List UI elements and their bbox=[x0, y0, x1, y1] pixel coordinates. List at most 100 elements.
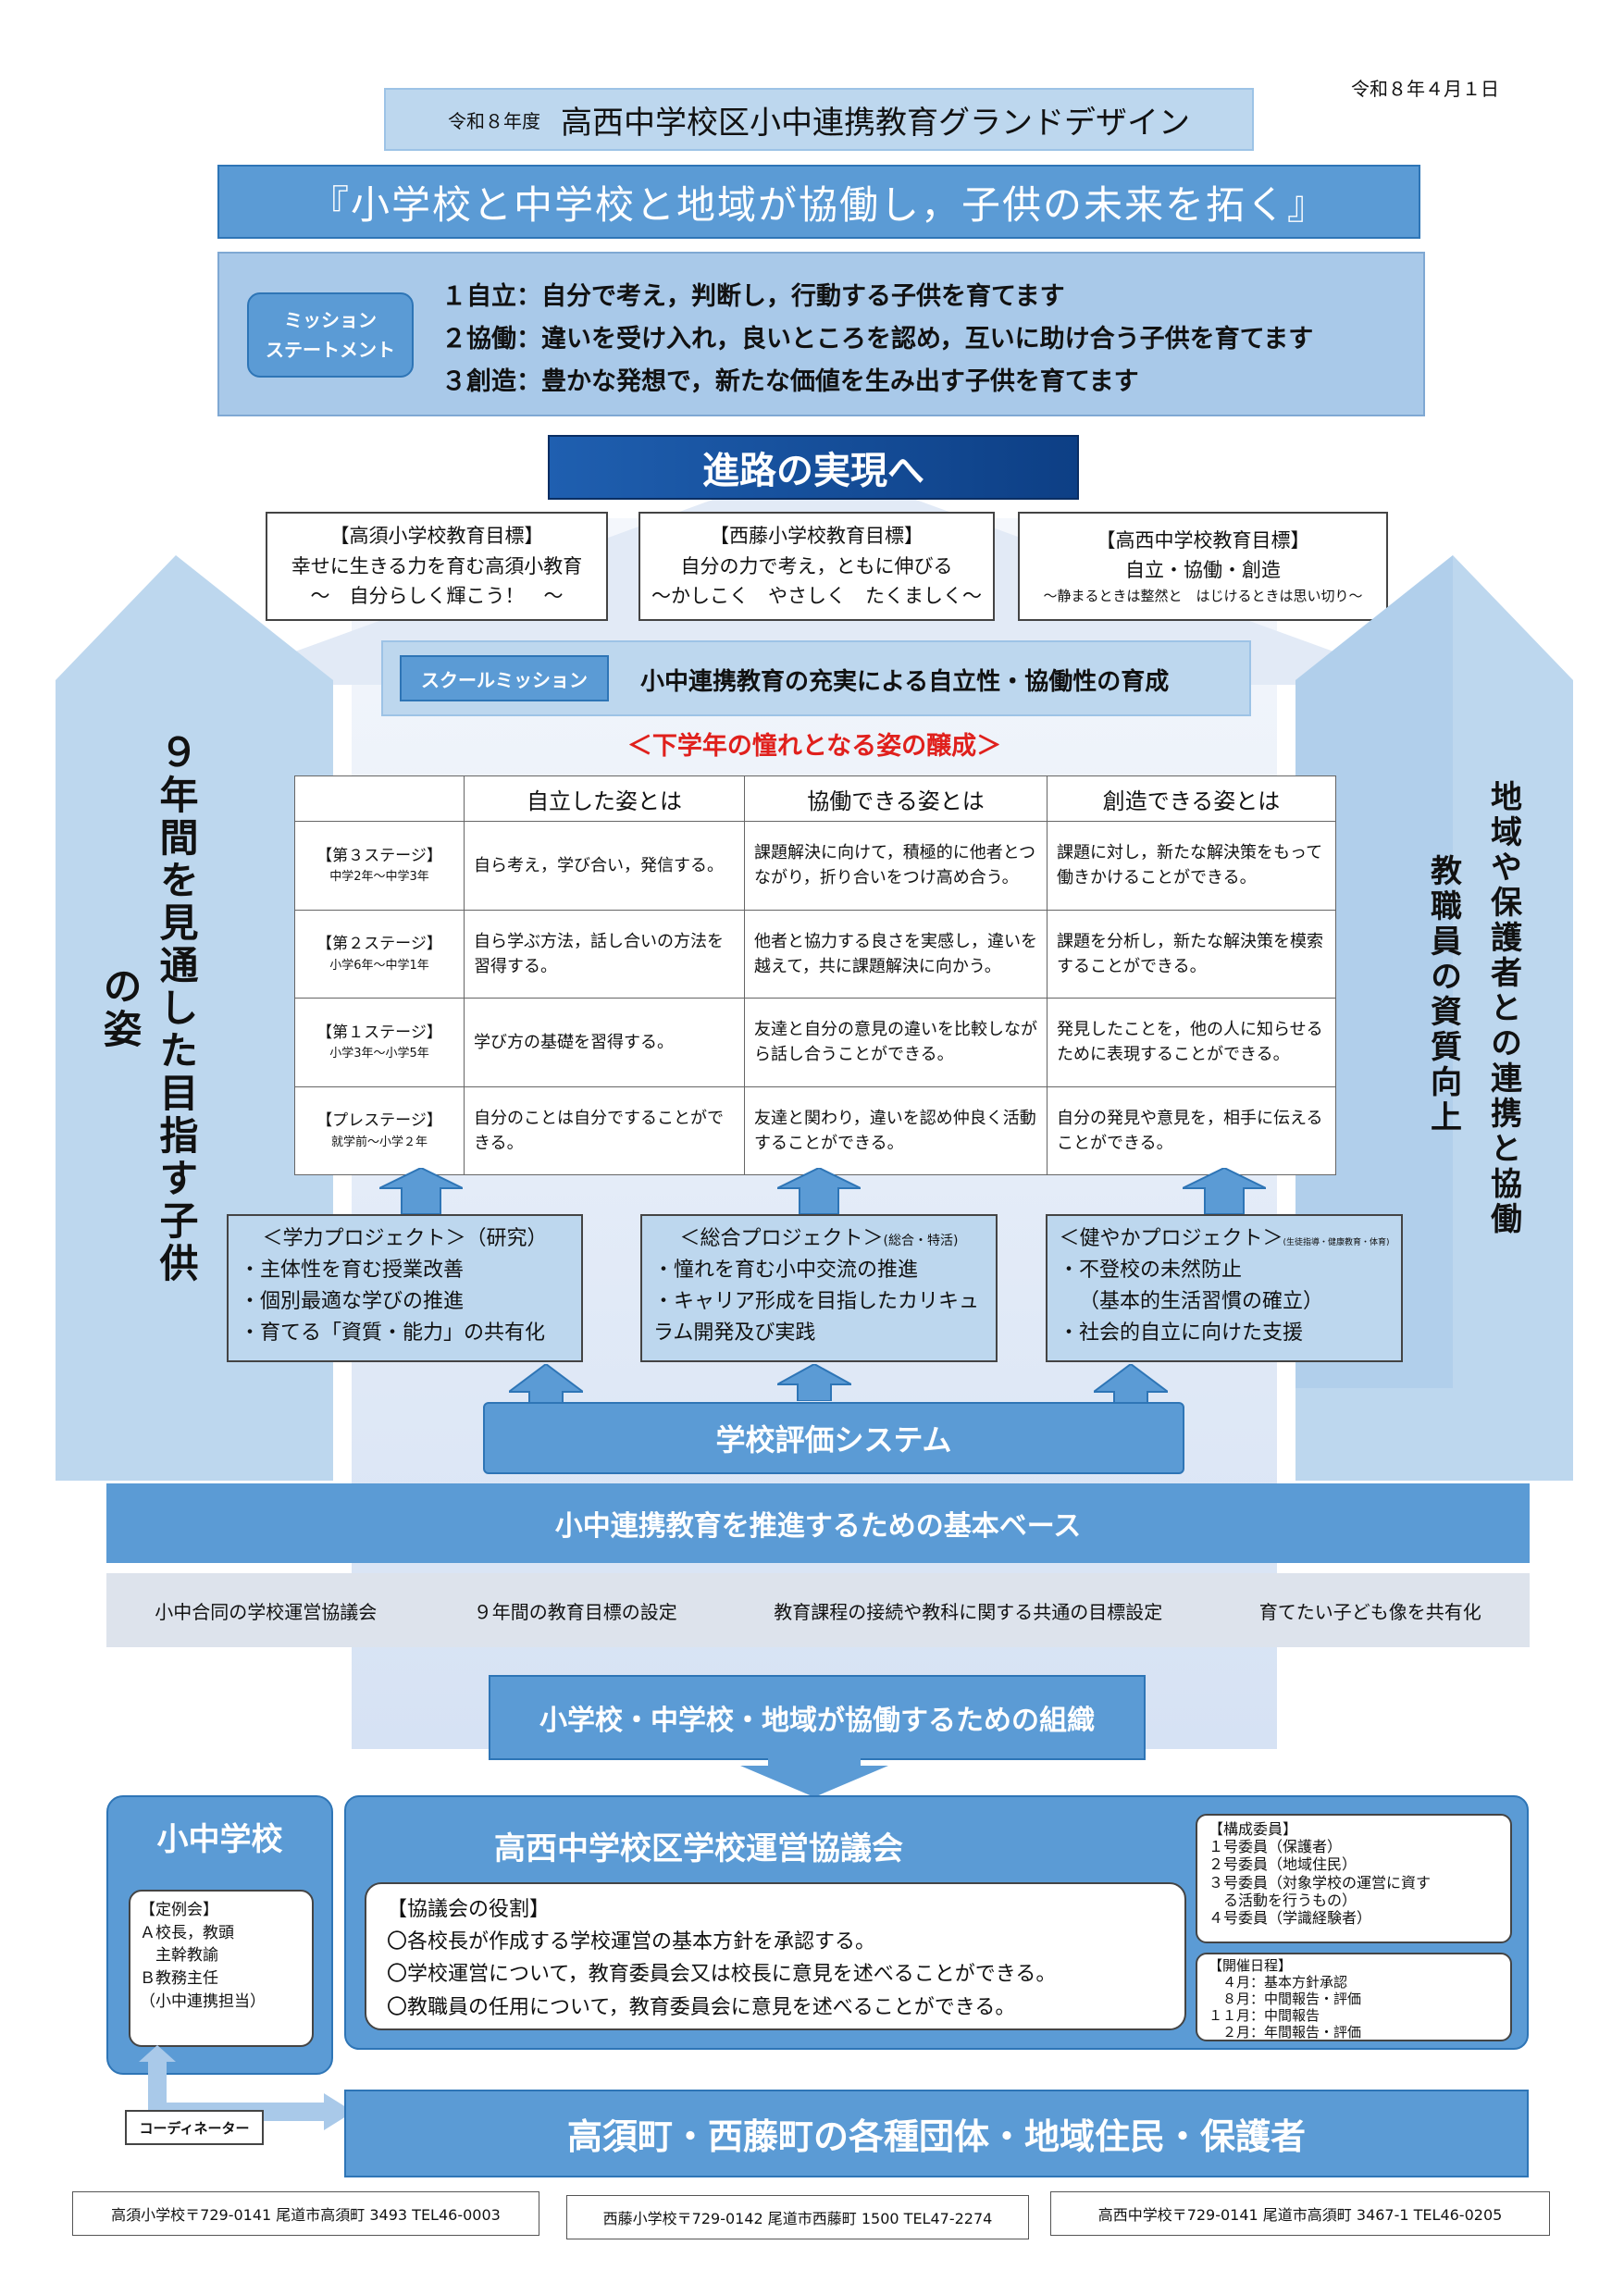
council-role-title: 【協議会の役割】 bbox=[387, 1898, 551, 1921]
school-mission-box: スクールミッション 小中連携教育の充実による自立性・協働性の育成 bbox=[381, 640, 1251, 716]
table-header bbox=[294, 775, 465, 822]
mission-item: １自立：自分で考え，判断し，行動する子供を育てます bbox=[441, 282, 1065, 311]
goal-title: 【高須小学校教育目標】 bbox=[329, 525, 544, 548]
side-right-outer-text: 地域や保護者との連携と協働 bbox=[1484, 780, 1522, 1237]
header-title: 高西中学校区小中連携教育グランドデザイン bbox=[561, 104, 1190, 142]
goal-line: ～ 自分らしく輝こう！ ～ bbox=[310, 585, 564, 608]
table-cell: 他者と協力する良さを実感し，違いを越えて，共に課題解決に向かう。 bbox=[744, 909, 1048, 999]
stage-name: 【第２ステージ】 bbox=[316, 935, 442, 954]
career-box: 進路の実現へ bbox=[548, 435, 1079, 500]
members-line: ４号委員（学識経験者） bbox=[1209, 1908, 1372, 1927]
project-item: ・不登校の未然防止 bbox=[1059, 1259, 1243, 1283]
table-cell: 課題解決に向けて，積極的に他者とつながり，折り合いをつけ高め合う。 bbox=[744, 821, 1048, 911]
community-text: 高須町・西藤町の各種団体・地域住民・保護者 bbox=[566, 2116, 1306, 2157]
project-item: ・育てる「資質・能力」の共有化 bbox=[240, 1321, 546, 1346]
table-cell: 自分の発見や意見を，相手に伝えることができる。 bbox=[1047, 1085, 1336, 1175]
base-item: 育てたい子ども像を共有化 bbox=[1258, 1600, 1481, 1623]
schedule-line: ８月：中間報告・評価 bbox=[1209, 1991, 1362, 2007]
members-line: １号委員（保護者） bbox=[1209, 1838, 1343, 1856]
base-item: 教育課程の接続や教科に関する共通の目標設定 bbox=[774, 1600, 1163, 1623]
org-title: 小学校・中学校・地域が協働するための組織 bbox=[539, 1705, 1095, 1737]
project-title: ＜総合プロジェクト＞ bbox=[679, 1227, 884, 1250]
table-cell: 学び方の基礎を習得する。 bbox=[464, 998, 745, 1087]
shochu-title: 小中学校 bbox=[156, 1821, 283, 1858]
goal-box-saito: 【西藤小学校教育目標】 自分の力で考え，ともに伸びる ～かしこく やさしく たく… bbox=[638, 512, 995, 621]
side-left-text: ９年間を見通した目指す子供の姿 bbox=[97, 732, 199, 1285]
eval-box: 学校評価システム bbox=[483, 1402, 1184, 1474]
mission-item: ３創造：豊かな発想で，新たな価値を生み出す子供を育てます bbox=[441, 366, 1139, 396]
goal-title: 【高西中学校教育目標】 bbox=[1096, 528, 1310, 552]
double-arrow-icon bbox=[777, 1364, 851, 1401]
project-box-integrated: ＜総合プロジェクト＞(総合・特活) ・憧れを育む小中交流の推進 ・キャリア形成を… bbox=[640, 1214, 998, 1362]
goal-box-kosai: 【高西中学校教育目標】 自立・協働・創造 ～静まるときは整然と はじけるときは思… bbox=[1018, 512, 1388, 621]
eval-text: 学校評価システム bbox=[715, 1422, 952, 1458]
coordinator-label: コーディネーター bbox=[125, 2110, 264, 2145]
table-cell: 友達と自分の意見の違いを比較しながら話し合うことができる。 bbox=[744, 998, 1048, 1087]
table-cell: 自ら学ぶ方法，話し合いの方法を習得する。 bbox=[464, 909, 745, 999]
stage-range: 中学2年～中学3年 bbox=[329, 870, 429, 885]
project-item: ・憧れを育む小中交流の推進 bbox=[653, 1259, 919, 1283]
goal-line: ～静まるときは整然と はじけるときは思い切り～ bbox=[1043, 587, 1363, 604]
side-right-inner-text: 教職員の資質向上 bbox=[1424, 854, 1462, 1135]
footer-address: 高須小学校〒729-0141 尾道市高須町 3493 TEL46-0003 bbox=[72, 2191, 539, 2236]
stage-name: 【第１ステージ】 bbox=[316, 1023, 442, 1042]
base-item: ９年間の教育目標の設定 bbox=[473, 1600, 677, 1623]
shochu-box: 小中学校 【定例会】 Ａ校長，教頭 主幹教諭 Ｂ教務主任 （小中連携担当） bbox=[106, 1795, 333, 2075]
base-band: 小中連携教育を推進するための基本ベース bbox=[106, 1483, 1530, 1563]
members-line: ３号委員（対象学校の運営に資す bbox=[1209, 1873, 1432, 1892]
mission-box: ミッション ステートメント １自立：自分で考え，判断し，行動する子供を育てます … bbox=[217, 252, 1425, 416]
mission-label-line2: ステートメント bbox=[266, 339, 395, 361]
table-row: 【プレステージ】就学前～小学２年 自分のことは自分ですることができる。 友達と関… bbox=[294, 1085, 1336, 1175]
table-header: 創造できる姿とは bbox=[1047, 775, 1336, 822]
coordinator-arrow-icon bbox=[139, 2045, 353, 2130]
council-role: 〇教職員の任用について，教育委員会に意見を述べることができる。 bbox=[387, 1995, 1016, 2019]
shochu-line: （小中連携担当） bbox=[140, 1991, 266, 2011]
table-cell: 発見したことを，他の人に知らせるために表現することができる。 bbox=[1047, 998, 1336, 1087]
schedule-line: １１月：中間報告 bbox=[1209, 2007, 1320, 2024]
members-line: 【構成委員】 bbox=[1209, 1820, 1298, 1838]
goal-line: 自分の力で考え，ともに伸びる bbox=[680, 554, 953, 577]
shochu-line: Ａ校長，教頭 bbox=[140, 1923, 234, 1942]
project-note: (総合・特活) bbox=[883, 1234, 959, 1248]
council-roles: 【協議会の役割】 〇各校長が作成する学校運営の基本方針を承認する。 〇学校運営に… bbox=[365, 1882, 1186, 2030]
schedule-line: ４月：基本方針承認 bbox=[1209, 1974, 1348, 1991]
goal-title: 【西藤小学校教育目標】 bbox=[710, 525, 924, 548]
project-item: ・個別最適な学びの推進 bbox=[240, 1290, 465, 1314]
council-role: 〇各校長が作成する学校運営の基本方針を承認する。 bbox=[387, 1930, 876, 1954]
council-title: 高西中学校区学校運営協議会 bbox=[494, 1830, 903, 1867]
goal-line: ～かしこく やさしく たくましく～ bbox=[651, 585, 982, 608]
project-title: ＜学力プロジェクト＞（研究） bbox=[262, 1227, 548, 1250]
members-line: ２号委員（地域住民） bbox=[1209, 1855, 1357, 1874]
stage-name: 【第３ステージ】 bbox=[316, 846, 442, 865]
footer-address: 高西中学校〒729-0141 尾道市高須町 3467-1 TEL46-0205 bbox=[1050, 2191, 1550, 2236]
project-box-health: ＜健やかプロジェクト＞(生徒指導・健康教育・体育) ・不登校の未然防止 （基本的… bbox=[1046, 1214, 1403, 1362]
up-arrow-icon bbox=[777, 1168, 861, 1214]
base-items: 小中合同の学校運営協議会 ９年間の教育目標の設定 教育課程の接続や教科に関する共… bbox=[106, 1573, 1530, 1647]
goal-line: 自立・協働・創造 bbox=[1125, 559, 1281, 582]
table-cell: 課題に対し，新たな解決策をもって働きかけることができる。 bbox=[1047, 821, 1336, 911]
shochu-line: Ｂ教務主任 bbox=[140, 1968, 218, 1988]
mission-label-line1: ミッション bbox=[284, 309, 377, 331]
council-role: 〇学校運営について，教育委員会又は校長に意見を述べることができる。 bbox=[387, 1963, 1057, 1987]
schedule-line: ２月：年間報告・評価 bbox=[1209, 2024, 1362, 2041]
slogan-band: 『小学校と中学校と地域が協働し，子供の未来を拓く』 bbox=[217, 165, 1420, 239]
table-cell: 自分のことは自分ですることができる。 bbox=[464, 1085, 745, 1175]
table-cell: 自ら考え，学び合い，発信する。 bbox=[464, 821, 745, 911]
career-text: 進路の実現へ bbox=[702, 450, 924, 492]
table-row: 【第２ステージ】小学6年～中学1年 自ら学ぶ方法，話し合いの方法を習得する。 他… bbox=[294, 909, 1336, 999]
project-item: ・キャリア形成を目指したカリキュラム開発及び実践 bbox=[653, 1290, 980, 1346]
up-arrow-icon bbox=[379, 1168, 463, 1214]
table-header: 協働できる姿とは bbox=[744, 775, 1048, 822]
stage-range: 小学6年～中学1年 bbox=[329, 958, 429, 973]
shochu-list: 【定例会】 Ａ校長，教頭 主幹教諭 Ｂ教務主任 （小中連携担当） bbox=[129, 1890, 314, 2047]
up-arrow-icon bbox=[1183, 1168, 1266, 1214]
schedule-line: 【開催日程】 bbox=[1209, 1957, 1293, 1974]
goal-line: 幸せに生きる力を育む高須小教育 bbox=[291, 554, 583, 577]
project-title: ＜健やかプロジェクト＞ bbox=[1059, 1227, 1283, 1250]
community-box: 高須町・西藤町の各種団体・地域住民・保護者 bbox=[344, 2090, 1529, 2177]
table-row: 【第１ステージ】小学3年～小学5年 学び方の基礎を習得する。 友達と自分の意見の… bbox=[294, 998, 1336, 1087]
slogan: 『小学校と中学校と地域が協働し，子供の未来を拓く』 bbox=[309, 181, 1328, 228]
stage-name: 【プレステージ】 bbox=[316, 1111, 442, 1131]
mission-list: １自立：自分で考え，判断し，行動する子供を育てます ２協働：違いを受け入れ，良い… bbox=[441, 276, 1313, 403]
org-box: 小学校・中学校・地域が協働するための組織 bbox=[489, 1675, 1146, 1760]
